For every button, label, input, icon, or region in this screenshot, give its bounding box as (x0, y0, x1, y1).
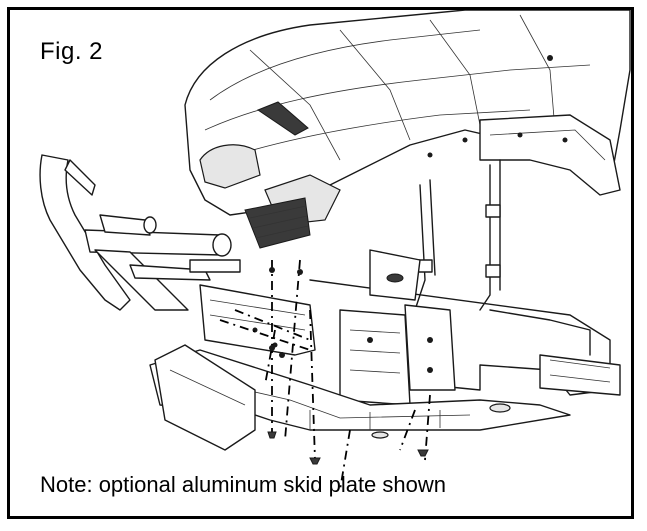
figure-note: Note: optional aluminum skid plate shown (40, 472, 447, 497)
figure-label: Fig. 2 (40, 38, 104, 65)
figure-frame: Fig. 2 Note: optional aluminum skid plat… (7, 7, 634, 519)
front-bumper (39, 154, 241, 311)
atv-front-assembly-drawing (39, 10, 631, 491)
mounting-brackets (199, 249, 456, 406)
loose-bolts (267, 267, 429, 465)
chassis-frame (309, 159, 621, 396)
fastener-alignment-lines (219, 259, 431, 491)
front-fascia (184, 10, 631, 249)
skid-plate (149, 344, 571, 451)
